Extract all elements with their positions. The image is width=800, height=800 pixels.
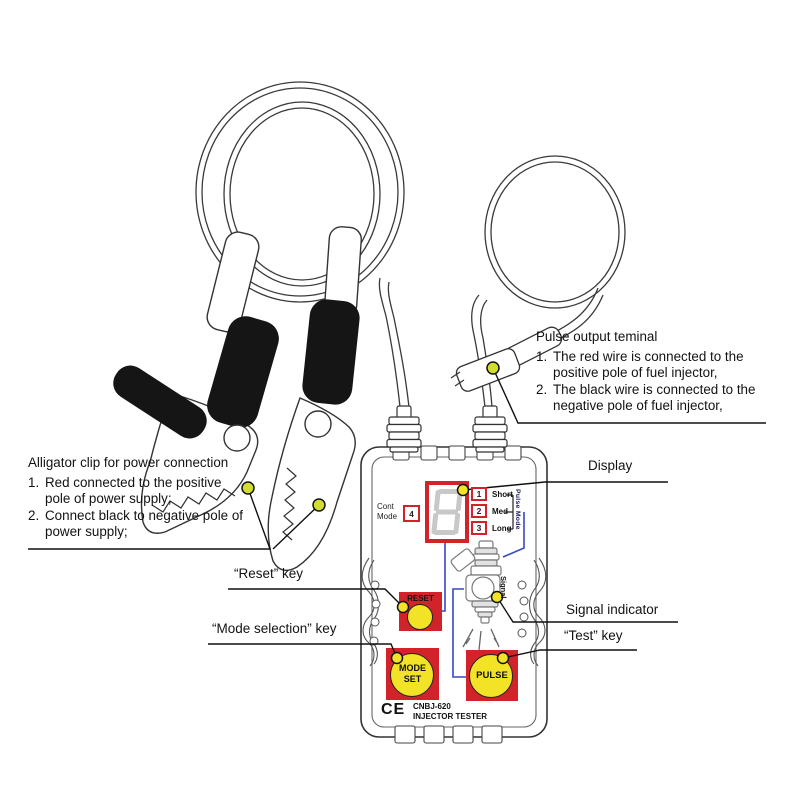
clip-handle-boot — [113, 365, 207, 439]
callout-dot-mode — [390, 651, 404, 665]
pulse-mode-2-box: 2 — [471, 504, 487, 518]
callout-dot-clip-right — [312, 498, 326, 512]
signal-indicator-label: Signal indicator — [566, 602, 659, 617]
seven-segment-digit — [431, 489, 463, 535]
alligator-clips — [113, 226, 362, 572]
callout-dots — [241, 361, 510, 665]
cont-mode-label: Cont Mode — [377, 502, 398, 521]
mode-selection-key-label: “Mode selection” key — [212, 621, 337, 636]
clip-teeth-right — [282, 467, 297, 541]
pulse-test-button — [466, 650, 518, 701]
list-item: 2. The black wire is connected to the ne… — [536, 381, 756, 414]
clip-boot-left — [207, 316, 279, 428]
pulse-output-note: Pulse output teminal 1. The red wire is … — [536, 329, 782, 415]
pulse-button-label: PULSE — [476, 670, 508, 681]
display-label: Display — [588, 458, 633, 473]
clip-boot-right — [302, 299, 360, 405]
test-key-label: “Test” key — [564, 628, 623, 643]
pulse-output-title: Pulse output teminal — [536, 329, 658, 344]
pulse-mode-3-box: 3 — [471, 521, 487, 535]
list-item: 1. The red wire is connected to the posi… — [536, 348, 744, 381]
signal-text: Signal — [499, 576, 508, 599]
injector-icon — [450, 540, 502, 651]
reset-key-label: “Reset” key — [234, 566, 304, 581]
mode-set-button-label: MODE SET — [399, 663, 426, 684]
callout-dot-signal — [490, 590, 504, 604]
callout-dot-clip-left — [241, 481, 255, 495]
clip-body-right — [267, 397, 356, 572]
clip-teeth-left — [151, 488, 236, 513]
left-cable-coil — [195, 81, 410, 408]
callout-dot-reset — [396, 600, 410, 614]
list-item: 2. Connect black to negative pole of pow… — [28, 507, 244, 540]
pulse-mode-1-box: 1 — [471, 487, 487, 501]
callout-dot-display — [456, 483, 470, 497]
ce-mark: CE — [381, 701, 406, 718]
list-item: 1. Red connected to the positive pole of… — [28, 474, 222, 507]
model-text: CNBJ-620 INJECTOR TESTER — [413, 702, 488, 721]
spray-lines — [462, 628, 500, 651]
pulse-mode-axis-label: Pulse Mode — [514, 489, 521, 530]
callout-dot-test — [496, 651, 510, 665]
pulse-mode-1-label: Short — [492, 490, 513, 499]
reset-button-label: RESET — [407, 594, 434, 603]
pulse-mode-bracket — [505, 494, 514, 530]
clip-pivot-right — [304, 410, 332, 438]
reset-button — [399, 592, 442, 631]
cable-strain-relief-left — [386, 405, 422, 453]
pulse-mode-3-label: Long — [492, 524, 512, 533]
callout-dot-pulse-terminal — [486, 361, 500, 375]
alligator-clip-note: Alligator clip for power connection 1. R… — [28, 455, 250, 541]
clip-pivot-left — [223, 424, 251, 452]
cont-mode-value-box: 4 — [403, 505, 420, 522]
alligator-clip-title: Alligator clip for power connection — [28, 455, 229, 470]
pulse-mode-2-label: Med — [492, 507, 508, 516]
cable-strain-relief-right — [472, 405, 508, 453]
clip-cable-sleeve-left — [206, 231, 260, 333]
